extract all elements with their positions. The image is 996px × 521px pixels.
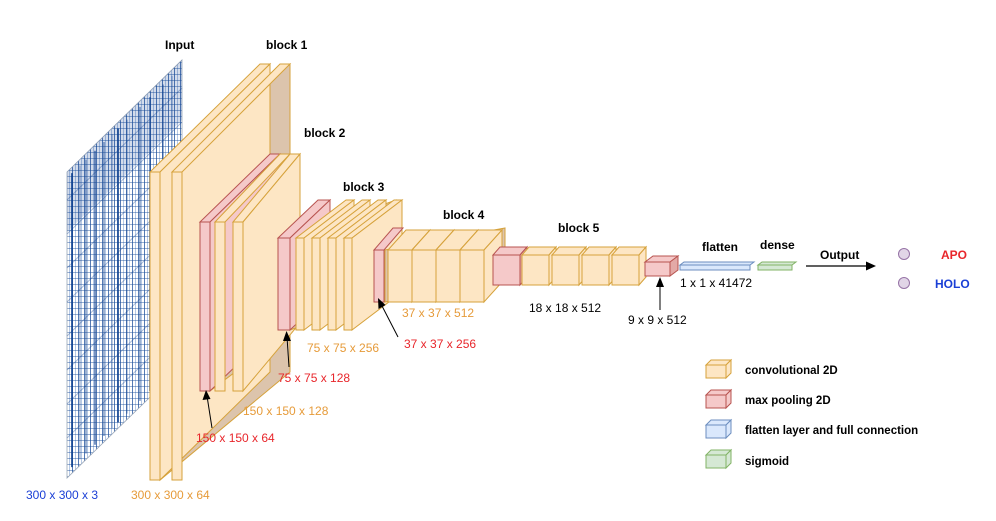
legend-swatch-conv — [704, 358, 733, 380]
legend-swatches — [704, 358, 733, 470]
block-4-conv-layers — [386, 228, 504, 304]
block-2-conv-size: 150 x 150 x 128 — [243, 404, 329, 418]
block-5-conv-size: 18 x 18 x 512 — [529, 301, 601, 315]
flatten-size: 1 x 1 x 41472 — [680, 276, 752, 290]
block-2-layers — [198, 152, 302, 393]
output-class-holo: HOLO — [935, 277, 970, 291]
block-4-layers — [372, 227, 506, 304]
block-5-conv-layer-3 — [580, 245, 618, 287]
output-node-holo — [898, 277, 910, 289]
input-image — [66, 59, 183, 479]
legend-label-pool: max pooling 2D — [745, 395, 831, 407]
flatten-layer — [678, 261, 756, 271]
block-1-pool-size: 150 x 150 x 64 — [196, 431, 275, 445]
block-4-pool-layer — [372, 227, 405, 303]
block-3-title: block 3 — [343, 180, 385, 194]
block-5-conv-layer-2 — [550, 245, 588, 287]
input-texture-line — [66, 121, 183, 235]
input-title: Input — [165, 38, 194, 52]
legend-label-flat: flatten layer and full connection — [745, 425, 918, 437]
block-1-conv-size: 300 x 300 x 64 — [131, 488, 210, 502]
output-class-apo: APO — [941, 248, 967, 262]
input-texture-line — [66, 87, 183, 201]
output-node-apo — [898, 248, 910, 260]
block-4-conv-size: 37 x 37 x 512 — [402, 306, 474, 320]
dense-layer — [756, 261, 798, 271]
block-5-title: block 5 — [558, 221, 600, 235]
block-1-title: block 1 — [266, 38, 308, 52]
block-4-title: block 4 — [443, 208, 485, 222]
block-5-conv-layers — [520, 245, 648, 287]
block-5-pool-layer — [491, 245, 529, 287]
block-2-title: block 2 — [304, 126, 346, 140]
final-pool-layer — [643, 255, 680, 277]
block-5-conv-layer-1 — [520, 245, 558, 287]
dense-title: dense — [760, 238, 795, 252]
block-2-conv-layer-2 — [231, 152, 302, 393]
block-5-layers — [491, 245, 648, 287]
legend-label-sig: sigmoid — [745, 456, 789, 468]
legend-label-conv: convolutional 2D — [745, 365, 838, 377]
block-1-conv-layer-2 — [170, 63, 292, 481]
block-2-pool-size: 75 x 75 x 128 — [278, 371, 350, 385]
legend-swatch-sig — [704, 448, 733, 470]
block-5-conv-layer-4 — [610, 245, 648, 287]
flatten-title: flatten — [702, 240, 738, 254]
input-size-label: 300 x 300 x 3 — [26, 488, 98, 502]
final-pool-size: 9 x 9 x 512 — [628, 313, 687, 327]
output-arrow — [806, 261, 876, 271]
block-3-pool-size: 37 x 37 x 256 — [404, 337, 476, 351]
legend-swatch-pool — [704, 388, 733, 410]
legend-swatch-flat — [704, 418, 733, 440]
block-3-conv-size: 75 x 75 x 256 — [307, 341, 379, 355]
output-title: Output — [820, 248, 859, 262]
pointer-arrows — [202, 277, 664, 429]
